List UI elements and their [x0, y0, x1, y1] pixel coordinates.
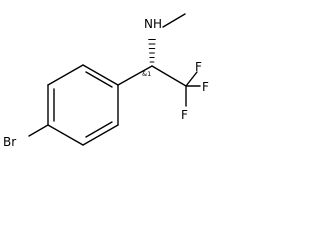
fluorine-bottom-label: F	[181, 108, 188, 122]
hashed-wedge-bond	[148, 38, 156, 63]
ring-bond-1	[82, 64, 119, 86]
fluorine-top-label: F	[195, 60, 202, 74]
chemical-structure-canvas: NH Br F F F &1	[0, 0, 229, 152]
ring-double-bond-1	[85, 71, 113, 88]
molecule-drawing: NH Br F F F &1	[3, 13, 209, 149]
ring-bond-3	[82, 124, 119, 146]
cf3-bond-top	[185, 71, 198, 87]
benzene-ring	[47, 64, 119, 146]
ring-double-bond-2	[85, 121, 113, 138]
fluorine-right-label: F	[202, 80, 209, 94]
stereo-descriptor-label: &1	[142, 70, 151, 78]
ring-to-stereocenter-bond	[117, 65, 153, 86]
ring-bond-6	[47, 64, 84, 86]
ring-bond-4	[47, 124, 84, 146]
ring-to-br-bond	[28, 124, 49, 137]
nh-label: NH	[144, 17, 162, 31]
stereocenter-to-cf3-bond	[151, 65, 187, 87]
br-label: Br	[3, 135, 16, 149]
n-methyl-bond	[162, 13, 186, 28]
